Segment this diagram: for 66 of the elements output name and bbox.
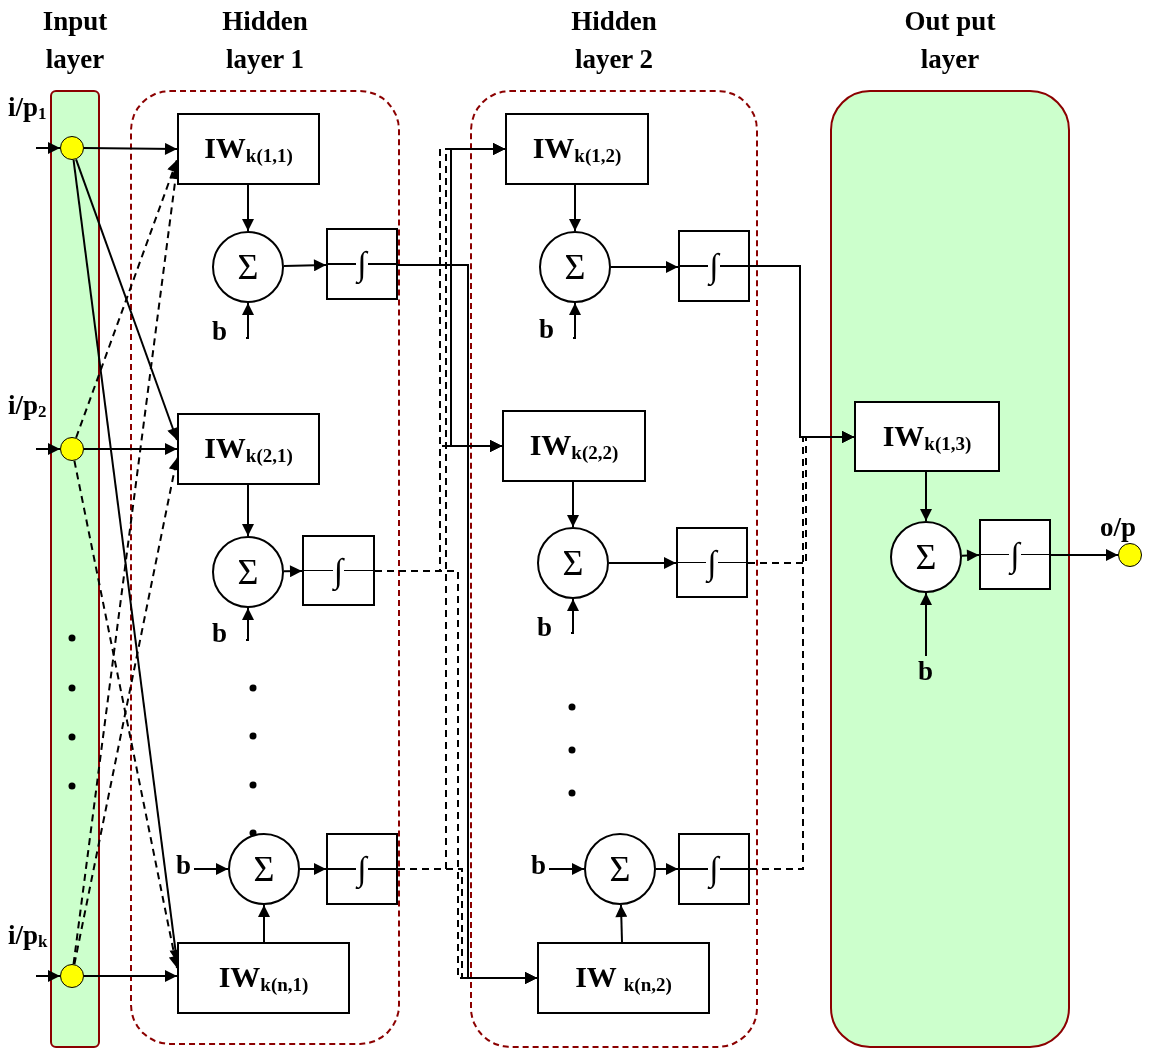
layer-title: Out put layer [903,5,997,76]
arrow [608,557,677,569]
layer-title: Hidden layer 1 [221,5,309,76]
activation-function-box: ∫ [326,228,398,300]
arrow [567,481,579,528]
arrow [83,970,178,982]
output-node-circle [1118,543,1142,567]
arrow [242,184,254,232]
bias-label: b [533,314,573,344]
arrow [242,302,254,339]
bias-label: b [531,612,571,642]
summing-junction: Σ [537,527,609,599]
arrow [567,598,579,634]
summing-junction: Σ [539,231,611,303]
arrow [548,863,585,875]
arrow [35,970,61,982]
arrow [258,904,270,943]
arrow [655,863,679,875]
bias-label: b [912,656,940,688]
weight-box: IW$_{k(1,1)}$ [177,113,320,185]
activation-function-box: ∫ [979,519,1051,590]
arrow [749,431,855,870]
arrow [920,471,932,522]
arrow [83,443,178,455]
weight-box: IW$_{k(n,1)}$ [177,942,350,1014]
node-caption: i/p$_{2}$ [8,390,47,422]
arrow [920,592,932,657]
weight-box: IW$_{k(1,2)}$ [505,113,649,185]
arrow [35,142,61,154]
arrow [615,904,628,943]
weight-box: IW$_{k(2,1)}$ [177,413,320,485]
arrow [569,302,581,339]
arrow [283,259,327,272]
summing-junction: Σ [212,231,284,303]
summing-junction: Σ [228,833,300,905]
arrow [193,863,229,875]
activation-function-box: ∫ [326,833,398,905]
arrow [83,142,178,155]
summing-junction: Σ [584,833,656,905]
arrow [610,261,679,273]
activation-function-box: ∫ [678,833,750,905]
activation-function-box: ∫ [302,535,375,606]
bias-label: b [525,850,549,882]
arrow [960,549,980,562]
arrow [569,184,581,232]
layer-title: Input layer [41,5,109,76]
layer-title: Hidden layer 2 [570,5,658,76]
arrow [242,484,254,537]
bias-label: b [206,316,246,346]
arrow [242,607,254,641]
weight-box: IW $_{k(n,2)}$ [537,942,710,1014]
node-caption: i/p$_{k}$ [8,920,48,952]
bias-label: b [170,850,194,882]
node-caption: o/p [1100,512,1137,543]
arrow [299,863,327,875]
activation-function-box: ∫ [676,527,748,598]
activation-function-box: ∫ [678,230,750,302]
arrow [1050,549,1119,561]
arrow [283,565,303,578]
bias-label: b [206,618,246,648]
node-caption: i/p$_{1}$ [8,92,47,124]
arrow [35,443,61,455]
weight-box: IW$_{k(1,3)}$ [854,401,1000,472]
weight-box: IW$_{k(2,2)}$ [502,410,646,482]
arrow [397,868,538,984]
summing-junction: Σ [212,536,284,608]
